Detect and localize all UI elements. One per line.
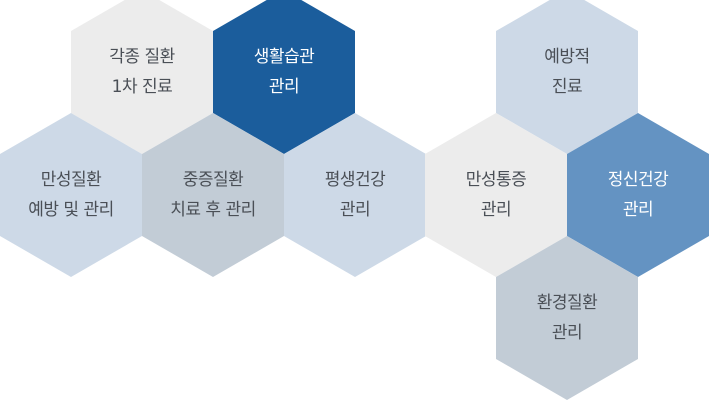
hex-environmental	[496, 236, 638, 400]
hex-chronic-prevention	[0, 113, 142, 277]
hex-mental-health	[567, 113, 709, 277]
hex-lifelong-health	[284, 113, 426, 277]
hex-preventive	[496, 0, 638, 154]
hex-severe-aftercare	[142, 113, 284, 277]
hex-chronic-pain	[425, 113, 567, 277]
hex-primary-care	[71, 0, 213, 154]
hex-lifestyle	[213, 0, 355, 154]
